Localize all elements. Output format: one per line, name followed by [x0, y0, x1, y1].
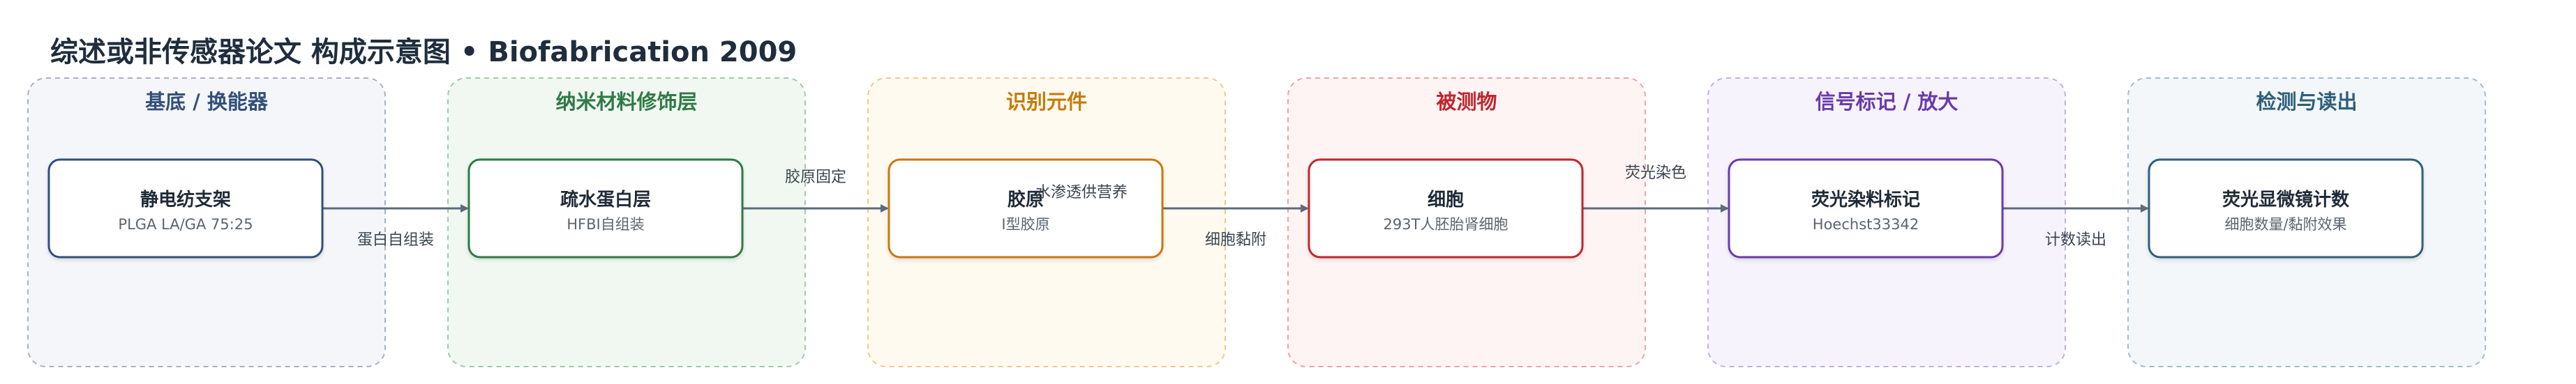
node-title: 疏水蛋白层: [560, 189, 651, 210]
edge-label: 蛋白自组装: [357, 231, 434, 249]
edge-label: 细胞黏附: [1205, 231, 1266, 249]
node-subtitle: I型胶原: [1001, 216, 1049, 233]
lane-title: 纳米材料修饰层: [555, 90, 697, 114]
edge-label: 胶原固定: [785, 169, 846, 186]
node-box: [888, 158, 1164, 259]
edge-label: 水渗透供营养: [1035, 184, 1128, 201]
node-hoechst: 荧光染料标记 Hoechst33342: [1728, 158, 2004, 259]
lane-title: 基底 / 换能器: [145, 90, 269, 114]
node-cells: 细胞 293T人胚胎肾细胞: [1308, 158, 1584, 259]
lane-title: 被测物: [1436, 90, 1497, 114]
node-title: 荧光显微镜计数: [2222, 189, 2350, 210]
node-subtitle: 细胞数量/黏附效果: [2224, 216, 2346, 233]
node-title: 胶原: [1008, 189, 1044, 210]
node-box: [47, 158, 324, 259]
node-scaffold: 静电纺支架 PLGA LA/GA 75:25: [47, 158, 324, 259]
lane-title: 识别元件: [1006, 90, 1087, 114]
lane-title: 信号标记 / 放大: [1815, 90, 1959, 114]
node-box: [2148, 158, 2424, 259]
edge-label: 荧光染色: [1625, 164, 1686, 182]
node-collagen: 胶原 I型胶原: [888, 158, 1164, 259]
node-box: [1308, 158, 1584, 259]
node-subtitle: HFBI自组装: [567, 216, 644, 233]
node-title: 细胞: [1428, 189, 1464, 210]
node-subtitle: Hoechst33342: [1813, 216, 1919, 233]
node-title: 静电纺支架: [140, 189, 231, 210]
lane-title: 检测与读出: [2256, 90, 2357, 114]
node-box: [467, 158, 744, 259]
node-box: [1728, 158, 2004, 259]
node-subtitle: 293T人胚胎肾细胞: [1384, 216, 1508, 233]
lanes-layer: 基底 / 换能器 纳米材料修饰层 识别元件 被测物 信号标记 / 放大 检测与读出: [27, 77, 2486, 367]
diagram-title: 综述或非传感器论文 构成示意图 • Biofabrication 2009: [50, 36, 797, 68]
node-title: 荧光染料标记: [1811, 190, 1920, 210]
edge-label: 计数读出: [2045, 231, 2106, 249]
node-subtitle: PLGA LA/GA 75:25: [118, 216, 253, 233]
node-hfbi: 疏水蛋白层 HFBI自组装: [467, 158, 744, 259]
